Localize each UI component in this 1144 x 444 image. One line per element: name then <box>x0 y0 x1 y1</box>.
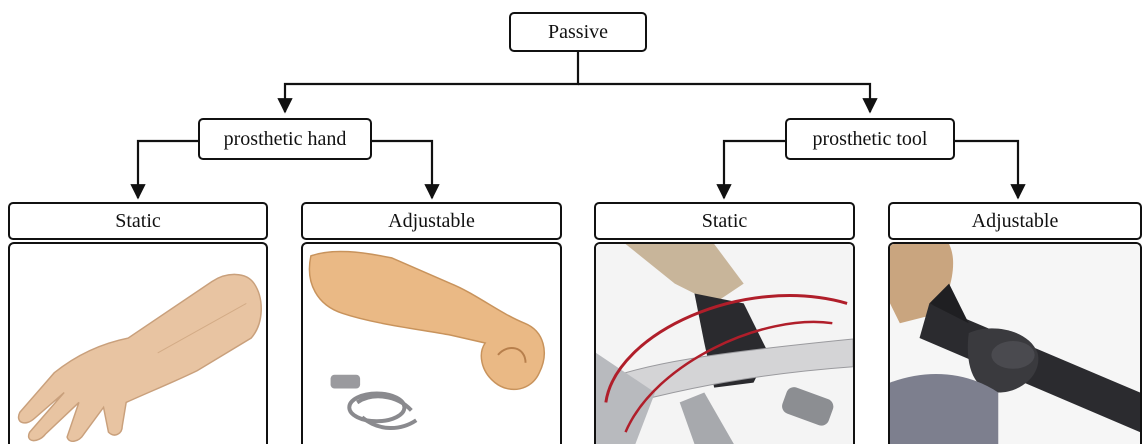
leaf-label: Static <box>702 210 748 233</box>
image-panel-adjustable-tool <box>888 242 1142 444</box>
leaf-header-hand-static: Static <box>8 202 268 240</box>
root-to-tool-arrow <box>578 84 870 112</box>
tool-to-adjustable-arrow <box>955 141 1018 198</box>
adjustable-hand-with-grip-image <box>303 244 560 444</box>
root-node-passive: Passive <box>509 12 647 52</box>
hand-to-adjustable-arrow <box>372 141 432 198</box>
branch-node-prosthetic-tool: prosthetic tool <box>785 118 955 160</box>
branch-label: prosthetic tool <box>813 128 928 151</box>
leaf-label: Static <box>115 210 161 233</box>
tool-to-static-arrow <box>724 141 785 198</box>
branch-label: prosthetic hand <box>224 128 347 151</box>
adjustable-handlebar-clamp-image <box>890 244 1140 444</box>
static-cosmetic-hand-image <box>10 244 266 444</box>
leaf-header-tool-static: Static <box>594 202 855 240</box>
leaf-header-tool-adjustable: Adjustable <box>888 202 1142 240</box>
image-panel-static-hand <box>8 242 268 444</box>
image-panel-static-tool <box>594 242 855 444</box>
branch-node-prosthetic-hand: prosthetic hand <box>198 118 372 160</box>
leaf-label: Adjustable <box>388 210 475 233</box>
bicycle-handlebar-tool-image <box>596 244 853 444</box>
leaf-header-hand-adjustable: Adjustable <box>301 202 562 240</box>
root-to-hand-arrow <box>285 52 578 112</box>
root-label: Passive <box>548 21 608 44</box>
leaf-label: Adjustable <box>972 210 1059 233</box>
hand-to-static-arrow <box>138 141 198 198</box>
image-panel-adjustable-hand <box>301 242 562 444</box>
